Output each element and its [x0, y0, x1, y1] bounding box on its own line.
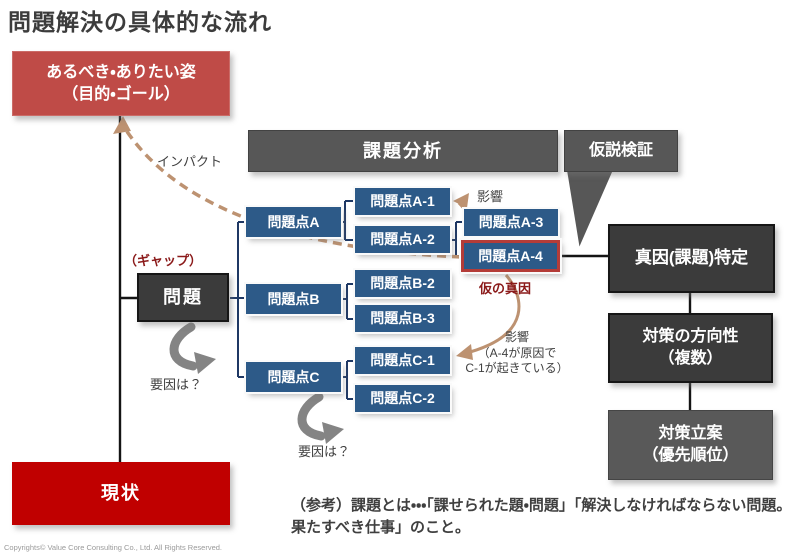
- direction-box: 対策の方向性 （複数）: [608, 313, 773, 383]
- tentative-cause-label: 仮の真因: [479, 281, 532, 296]
- influence-label-bottom: 影響 （A-4が原因で C-1が起きている）: [452, 330, 582, 377]
- influence-label-top: 影響: [477, 189, 504, 204]
- node-a4-tentative-root-cause: 問題点A-4: [461, 240, 560, 272]
- logic-tree-brackets: [230, 200, 464, 400]
- problem-box: 問題: [137, 273, 229, 322]
- node-b: 問題点B: [246, 284, 341, 314]
- hypothesis-verification-callout: 仮説検証: [564, 130, 678, 172]
- node-c1: 問題点C-1: [355, 347, 450, 374]
- node-a2: 問題点A-2: [355, 226, 450, 253]
- hypothesis-callout-tail: [564, 169, 616, 254]
- cause-loop-arrow-2: [297, 392, 344, 444]
- node-c2: 問題点C-2: [355, 385, 450, 412]
- gap-label: （ギャップ）: [124, 253, 203, 268]
- plan-box: 対策立案 （優先順位）: [608, 410, 773, 480]
- node-a3: 問題点A-3: [464, 209, 558, 236]
- cause-question-label-1: 要因は？: [150, 377, 203, 392]
- copyright-text: Copyrights© Value Core Consulting Co., L…: [4, 543, 222, 552]
- node-b2: 問題点B-2: [355, 270, 450, 297]
- plan-line2: （優先順位）: [642, 447, 739, 464]
- goal-box: あるべき・ありたい姿 （目的・ゴール）: [12, 51, 230, 116]
- node-a: 問題点A: [246, 207, 341, 237]
- flow-connectors: [118, 116, 692, 462]
- root-cause-box: 真因(課題)特定: [608, 224, 775, 293]
- goal-line2: （目的・ゴール）: [62, 85, 180, 103]
- note-text: （参考）課題とは・・・「課せられた題・問題」「解決しなければならない問題。 果た…: [291, 495, 796, 539]
- influence-arrow-bottom: [456, 274, 521, 360]
- note-line2: 果たすべき仕事」のこと。: [291, 518, 470, 536]
- cause-question-label-2: 要因は？: [298, 444, 351, 459]
- node-c: 問題点C: [246, 362, 341, 392]
- goal-line1: あるべき・ありたい姿: [46, 63, 196, 81]
- current-state-box: 現状: [12, 462, 230, 525]
- note-line1: （参考）課題とは・・・「課せられた題・問題」「解決しなければならない問題。: [291, 497, 792, 514]
- plan-line1: 対策立案: [658, 425, 723, 443]
- page-title: 問題解決の具体的な流れ: [8, 9, 272, 35]
- node-a1: 問題点A-1: [355, 188, 450, 215]
- influence-bottom-line1: 影響: [504, 330, 529, 344]
- direction-line2: （複数）: [658, 350, 723, 367]
- influence-bottom-line3: C-1が起きている）: [465, 361, 569, 376]
- influence-bottom-line2: （A-4が原因で: [477, 345, 557, 360]
- node-b3: 問題点B-3: [355, 305, 450, 332]
- issue-analysis-header: 課題分析: [248, 130, 558, 172]
- cause-loop-arrow-1: [169, 322, 216, 374]
- impact-label: インパクト: [157, 154, 223, 169]
- direction-line1: 対策の方向性: [642, 328, 739, 346]
